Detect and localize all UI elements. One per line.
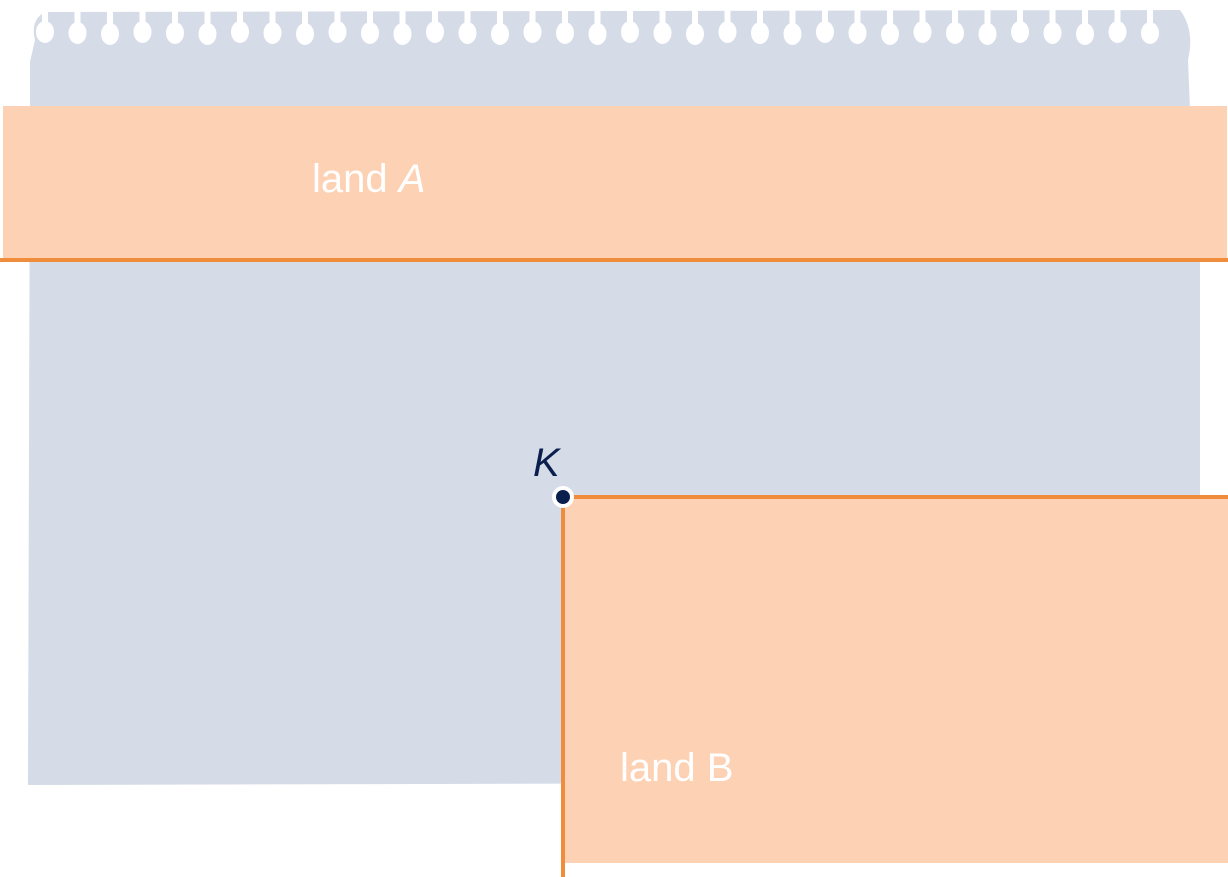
perforation-hole	[133, 21, 152, 43]
perforation-hole	[361, 22, 379, 44]
perforation-tear	[302, 6, 308, 28]
point-k-label: K	[533, 441, 562, 485]
perforation-hole	[296, 23, 314, 45]
perforation-tear	[659, 6, 666, 28]
perforation-tear	[757, 6, 763, 28]
perforation-tear	[529, 6, 536, 28]
perforation-hole	[1108, 21, 1127, 43]
perforation-tear	[952, 6, 958, 28]
perforation-tear	[984, 6, 991, 28]
perforation-tear	[724, 6, 731, 28]
perforation-tear	[334, 6, 341, 28]
perforation-hole	[1043, 22, 1062, 44]
perforation-tear	[237, 6, 243, 28]
perforation-hole	[816, 21, 834, 43]
perforation-tear	[692, 6, 698, 28]
perforation-hole	[231, 21, 249, 43]
perforation-tear	[1082, 6, 1088, 28]
perforation-tear	[399, 6, 406, 28]
perforation-hole	[426, 21, 444, 43]
perforation-tear	[74, 6, 81, 28]
perforation-tear	[627, 6, 633, 28]
perforation-tear	[139, 6, 146, 28]
perforation-tear	[367, 6, 373, 28]
perforation-tear	[919, 6, 926, 28]
perforation-hole	[653, 22, 672, 44]
notebook-perforations	[0, 0, 1228, 45]
perforation-hole	[848, 22, 867, 44]
perforation-hole	[946, 22, 964, 44]
perforation-tear	[1147, 6, 1153, 28]
perforation-hole	[913, 21, 932, 43]
torn-edge-strip	[0, 0, 1228, 8]
perforation-hole	[101, 23, 119, 45]
perforation-tear	[432, 6, 438, 28]
perforation-hole	[1011, 21, 1029, 43]
perforation-tear	[594, 6, 601, 28]
perforation-tear	[269, 6, 276, 28]
perforation-tear	[497, 6, 503, 28]
perforation-hole	[751, 22, 769, 44]
perforation-tear	[854, 6, 861, 28]
land-b-region	[563, 497, 1228, 863]
perforation-hole	[263, 22, 282, 44]
perforation-hole	[328, 21, 347, 43]
perforation-tear	[887, 6, 893, 28]
perforation-hole	[1076, 23, 1094, 45]
perforation-hole	[166, 22, 184, 44]
perforation-hole	[1141, 22, 1159, 44]
perforation-hole	[68, 22, 87, 44]
land-a-region	[3, 106, 1227, 261]
perforation-tear	[1017, 6, 1023, 28]
perforation-tear	[42, 6, 48, 28]
perforation-hole	[588, 23, 607, 45]
perforation-tear	[562, 6, 568, 28]
perforation-hole	[523, 21, 542, 43]
perforation-tear	[172, 6, 178, 28]
perforation-tear	[1114, 6, 1121, 28]
perforation-tear	[107, 6, 113, 28]
perforation-hole	[556, 22, 574, 44]
perforation-hole	[718, 21, 737, 43]
land-b-label: land B	[620, 746, 733, 790]
perforation-hole	[881, 23, 899, 45]
perforation-hole	[393, 23, 412, 45]
perforation-hole	[978, 23, 997, 45]
point-k-marker	[552, 486, 574, 508]
perforation-hole	[783, 23, 802, 45]
perforation-hole	[491, 23, 509, 45]
perforation-tear	[464, 6, 471, 28]
perforation-hole	[458, 22, 477, 44]
land-a-label: land A	[312, 157, 425, 201]
perforation-hole	[686, 23, 704, 45]
perforation-hole	[36, 21, 54, 43]
perforation-tear	[822, 6, 828, 28]
land-a-label-letter: A	[397, 157, 426, 201]
perforation-tear	[204, 6, 211, 28]
perforation-hole	[621, 21, 639, 43]
land-a-label-word: land	[312, 157, 399, 201]
perforation-hole	[198, 23, 217, 45]
perforation-tear	[1049, 6, 1056, 28]
perforation-tear	[789, 6, 796, 28]
